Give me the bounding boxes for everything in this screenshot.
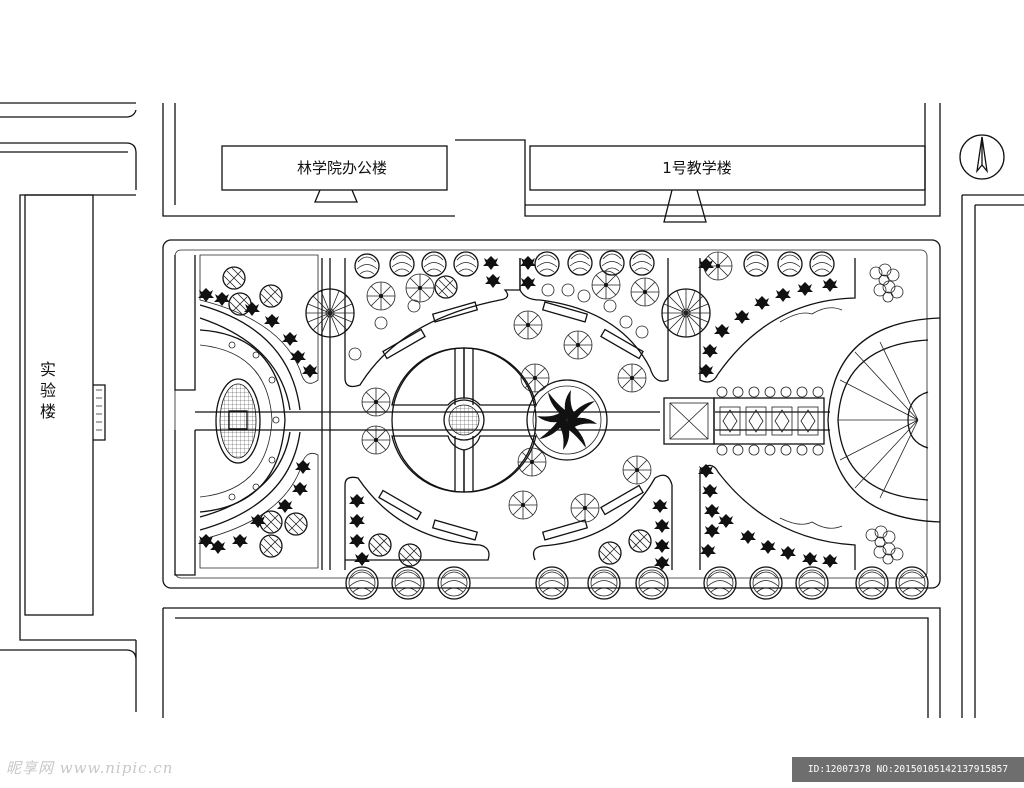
road-lines — [0, 102, 1024, 718]
right-semicircle-plaza — [827, 317, 941, 523]
sun-paving-icon — [526, 379, 608, 461]
right-entry-plaza — [663, 397, 825, 445]
left-planting-beds — [198, 254, 319, 569]
left-oval-plaza — [199, 329, 286, 513]
lab-building-char-3: 楼 — [40, 402, 56, 421]
teaching-building-label: 1号教学楼 — [662, 159, 732, 177]
lab-building: 实 验 楼 — [24, 194, 106, 616]
teaching-building: 1号教学楼 — [529, 145, 926, 223]
office-building-label: 林学院办公楼 — [297, 159, 387, 177]
office-building: 林学院办公楼 — [221, 145, 448, 203]
watermark-site: 昵享网 www.nipic.cn — [6, 759, 174, 777]
pavilion-left — [305, 288, 355, 338]
pavilion-right — [661, 288, 711, 338]
benches — [378, 301, 644, 541]
tree-plantings — [345, 250, 929, 600]
watermark-id: ID:12007378 NO:20150105142137915857 — [792, 757, 1024, 782]
north-arrow-icon — [959, 134, 1005, 180]
lab-building-char-2: 验 — [40, 381, 56, 400]
central-plaza — [391, 347, 537, 493]
lab-building-char-1: 实 — [40, 360, 56, 379]
